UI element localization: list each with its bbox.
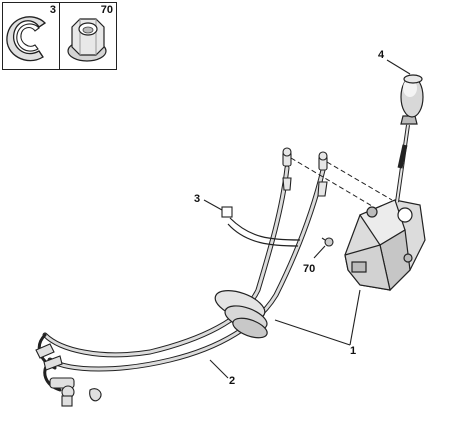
legend-cell-nut: 70 — [60, 3, 116, 69]
gear-cables — [37, 165, 326, 392]
callout-knob: 4 — [378, 49, 385, 61]
flange-nut-icon — [67, 18, 107, 62]
housing-nut — [321, 237, 334, 247]
alignment-dashes — [290, 157, 393, 207]
legend-cell-circlip: 3 — [3, 3, 60, 69]
cable-end-connectors — [35, 343, 102, 407]
legend-ref-nut: 70 — [100, 4, 113, 16]
cable-clip — [227, 217, 301, 247]
gear-lever-housing — [344, 199, 426, 292]
gear-knob — [400, 74, 424, 125]
callout-nut: 70 — [303, 263, 316, 275]
circlip-icon — [6, 16, 47, 62]
cable-grommet — [214, 290, 268, 339]
callout-cables: 2 — [229, 375, 236, 387]
callout-lever-assembly: 1 — [350, 345, 357, 357]
parts-legend: 3 70 — [2, 2, 117, 70]
shift-lever-rod — [395, 124, 410, 203]
cable-end-fittings — [282, 147, 328, 197]
callout-clip: 3 — [194, 193, 201, 205]
legend-ref-circlip: 3 — [49, 4, 56, 16]
leader-lines — [203, 59, 411, 379]
